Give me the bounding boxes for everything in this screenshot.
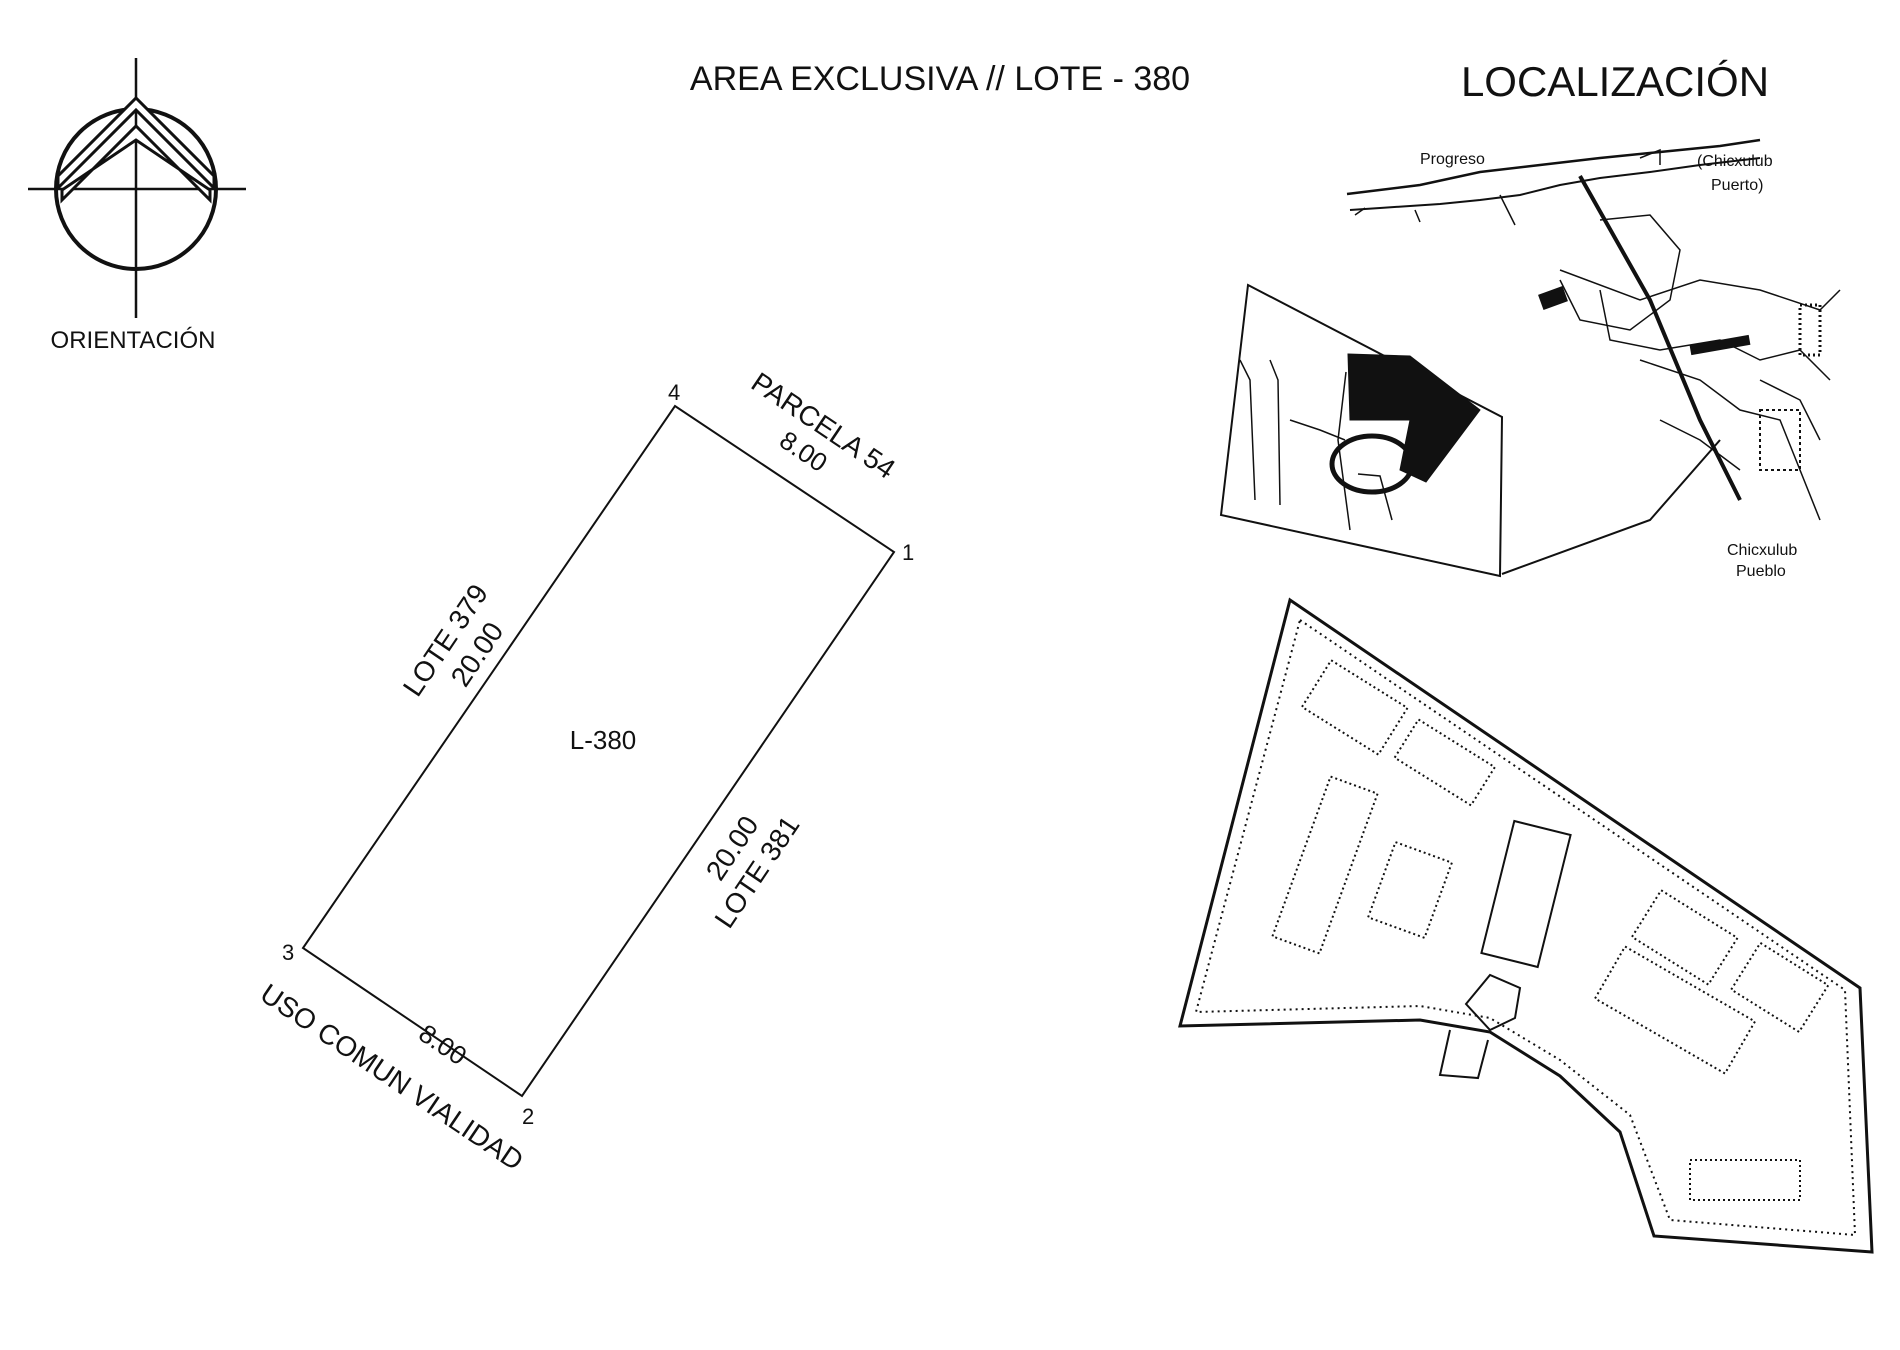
vertex-3-label: 3 <box>282 940 294 965</box>
place-chicxulub-pueblo-line1: Chicxulub <box>1727 542 1797 559</box>
location-map <box>1178 138 1874 1254</box>
location-title: LOCALIZACIÓN <box>1461 58 1769 105</box>
north-arrow-icon <box>28 58 246 318</box>
page-title: AREA EXCLUSIVA // LOTE - 380 <box>690 60 1190 98</box>
place-chicxulub-puerto-line1: (Chicxulub <box>1697 153 1773 170</box>
place-chicxulub-pueblo-line2: Pueblo <box>1736 563 1786 580</box>
lot-id-label: L-380 <box>570 725 637 755</box>
place-chicxulub-puerto-line2: Puerto) <box>1711 177 1763 194</box>
vertex-1-label: 1 <box>902 540 914 565</box>
south-length-label: 8.00 <box>414 1018 473 1071</box>
vertex-4-label: 4 <box>668 380 680 405</box>
orientation-label: ORIENTACIÓN <box>51 327 216 354</box>
lot-outline <box>301 404 896 1098</box>
vertex-2-label: 2 <box>522 1104 534 1129</box>
place-progreso: Progreso <box>1420 151 1485 168</box>
